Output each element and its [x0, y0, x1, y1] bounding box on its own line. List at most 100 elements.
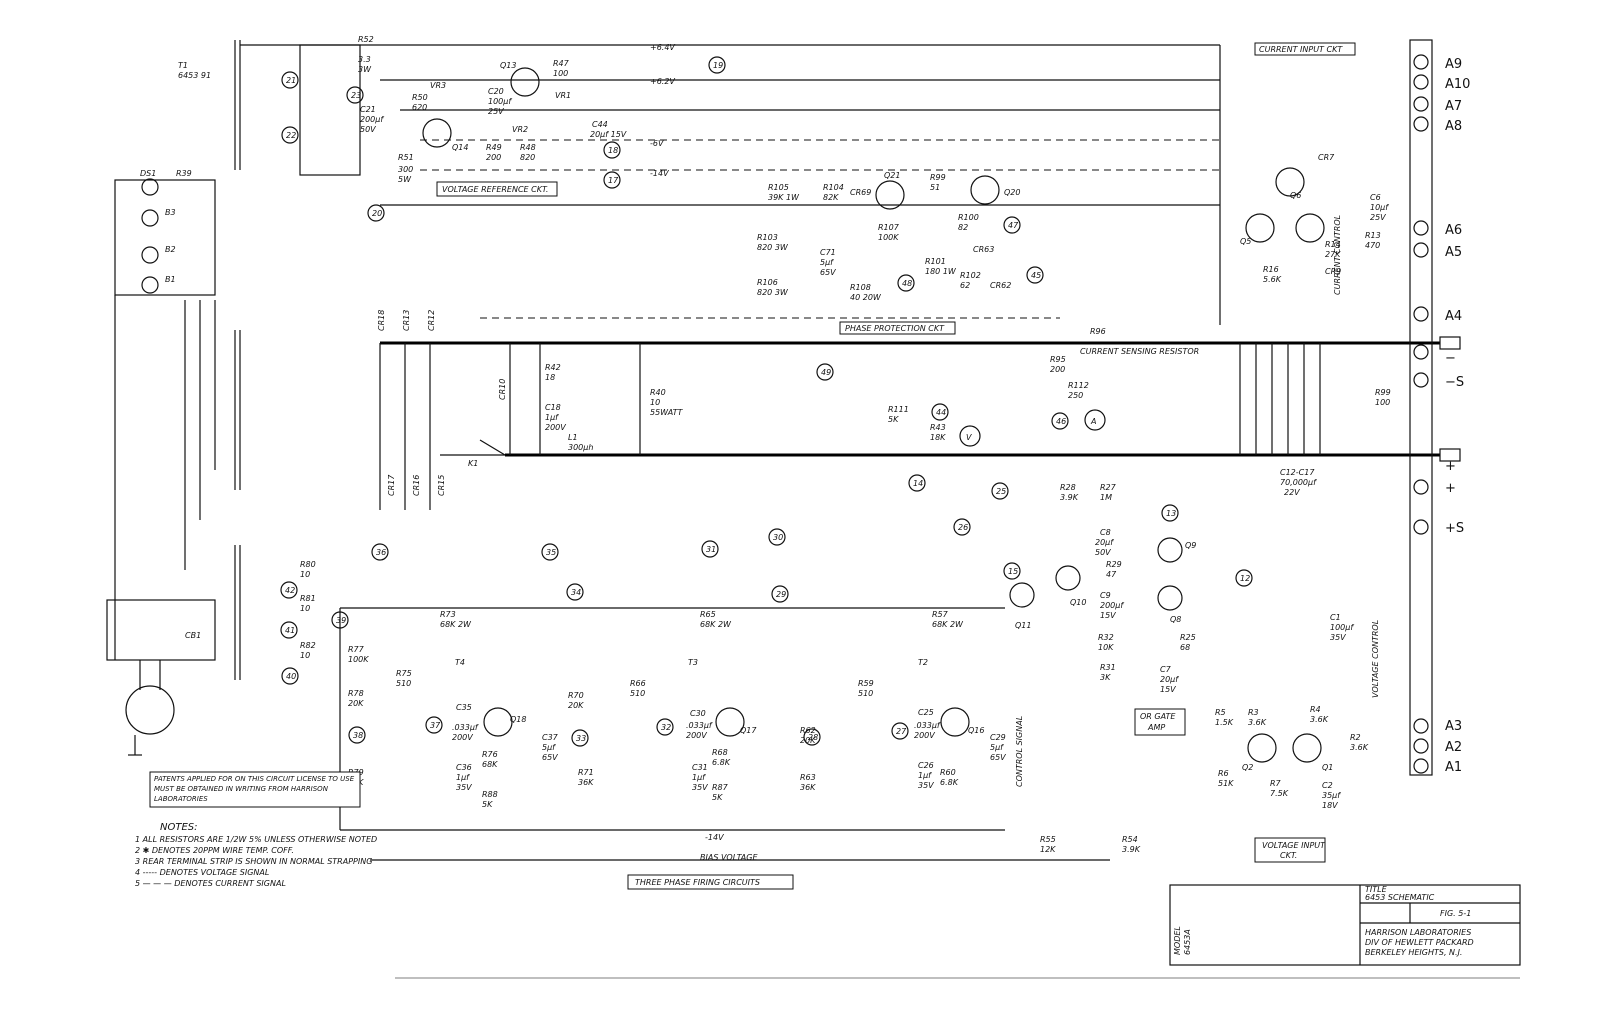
terminal-a3[interactable] [1413, 718, 1429, 734]
terminal-a9[interactable] [1413, 54, 1429, 70]
terminal-a2[interactable] [1413, 738, 1429, 754]
q6b-transistor-icon [1295, 213, 1325, 243]
svg-text:Q11: Q11 [1015, 621, 1031, 630]
terminal-a5[interactable] [1413, 242, 1429, 258]
svg-text:C6: C6 [1370, 193, 1381, 202]
rail-label-4: -14V [650, 169, 669, 178]
q13-transistor-icon [510, 67, 540, 97]
drawing-title: 6453 SCHEMATIC [1365, 893, 1435, 902]
svg-text:C7: C7 [1160, 665, 1172, 674]
current-input-label: CURRENT INPUT CKT [1259, 45, 1343, 54]
svg-text:5.6K: 5.6K [1263, 275, 1282, 284]
svg-text:C21: C21 [360, 105, 376, 114]
svg-text:R106: R106 [757, 278, 778, 287]
company-city: BERKELEY HEIGHTS, N.J. [1365, 948, 1462, 957]
phase-protection-circuit: Q21 Q20 R105 39K 1W R104 82K CR69 R99 51… [480, 171, 1060, 335]
power-buses: K1 CR18 CR13 CR12 CR17 CR16 CR15 CR10 R4… [377, 310, 1440, 510]
svg-text:32: 32 [661, 723, 671, 732]
terminal-label-plus-out: + [1445, 459, 1456, 474]
svg-text:36K: 36K [578, 778, 594, 787]
terminal-a4[interactable] [1413, 306, 1429, 322]
svg-text:R5: R5 [1215, 708, 1226, 717]
svg-text:100: 100 [1375, 398, 1390, 407]
svg-text:18K: 18K [930, 433, 946, 442]
figure-number: FIG. 5-1 [1440, 909, 1471, 918]
terminal-label-plus-s: +S [1445, 521, 1464, 536]
svg-text:CR15: CR15 [437, 475, 446, 496]
svg-text:51K: 51K [1218, 779, 1234, 788]
svg-text:28: 28 [808, 733, 818, 742]
svg-text:5W: 5W [398, 175, 412, 184]
svg-text:10µf: 10µf [1370, 203, 1389, 212]
bottom-rail-label: -14V [705, 833, 724, 842]
terminal-a10[interactable] [1413, 74, 1429, 90]
svg-text:30: 30 [773, 533, 783, 542]
svg-text:R101: R101 [925, 257, 946, 266]
notes-heading: NOTES: [160, 822, 198, 833]
svg-text:T4: T4 [455, 658, 465, 667]
terminal-plus[interactable] [1413, 479, 1429, 495]
svg-text:46: 46 [1056, 417, 1066, 426]
terminal-a7[interactable] [1413, 96, 1429, 112]
firing-circuits: Q18 Q17 Q16 T4 T3 T2 R73 68K 2W R65 68K … [300, 560, 1141, 890]
svg-text:35: 35 [546, 548, 556, 557]
svg-text:R73: R73 [440, 610, 456, 619]
svg-text:5µf: 5µf [820, 258, 834, 267]
svg-text:200V: 200V [914, 731, 935, 740]
svg-text:1M: 1M [1100, 493, 1112, 502]
svg-text:Q9: Q9 [1185, 541, 1196, 550]
svg-text:R99: R99 [1375, 388, 1391, 397]
svg-text:510: 510 [396, 679, 411, 688]
terminal-minus-s[interactable] [1413, 372, 1429, 388]
svg-text:35V: 35V [692, 783, 708, 792]
svg-text:R65: R65 [700, 610, 716, 619]
terminal-a6[interactable] [1413, 220, 1429, 236]
svg-text:15V: 15V [1100, 611, 1116, 620]
terminal-label-a6: A6 [1445, 223, 1462, 238]
svg-text:C37: C37 [542, 733, 559, 742]
terminal-a8[interactable] [1413, 116, 1429, 132]
terminal-label-a1: A1 [1445, 760, 1462, 775]
terminal-plus-s[interactable] [1413, 519, 1429, 535]
q16-transistor-icon [940, 707, 970, 737]
terminal-label-minus-s: −S [1445, 375, 1464, 390]
voltage-input-box [1254, 837, 1326, 863]
svg-text:70,000µf: 70,000µf [1280, 478, 1317, 487]
note-5: 5 — — — DENOTES CURRENT SIGNAL [135, 879, 286, 888]
svg-text:200: 200 [1050, 365, 1065, 374]
svg-text:10: 10 [300, 651, 310, 660]
svg-text:15V: 15V [1160, 685, 1176, 694]
svg-text:C25: C25 [918, 708, 934, 717]
side-model: 6453A [1183, 929, 1192, 955]
svg-text:65V: 65V [990, 753, 1006, 762]
svg-text:OR GATE: OR GATE [1140, 712, 1176, 721]
svg-text:3.9K: 3.9K [1122, 845, 1141, 854]
svg-text:CR63: CR63 [973, 245, 994, 254]
or-gate-amplifier: Q11 Q10 Q9 Q8 R28 3.9K R27 1M C8 20µf 50… [1009, 215, 1380, 736]
q17-transistor-icon [715, 707, 745, 737]
terminal-strip: A9 A10 A7 A8 A6 A5 A4 − −S + + +S A3 A2 … [1409, 39, 1470, 776]
svg-text:CR9: CR9 [1325, 267, 1341, 276]
q6-transistor-icon [1275, 167, 1305, 197]
svg-text:3W: 3W [358, 65, 372, 74]
terminal-minus[interactable] [1413, 344, 1429, 360]
terminal-a1[interactable] [1413, 758, 1429, 774]
svg-text:R52: R52 [358, 35, 374, 44]
svg-text:R16: R16 [1263, 265, 1279, 274]
svg-text:14: 14 [913, 479, 923, 488]
side-caption: MODEL [1173, 926, 1182, 955]
current-input-box [1254, 42, 1356, 56]
svg-text:R25: R25 [1180, 633, 1196, 642]
phase-protection-label: PHASE PROTECTION CKT [845, 324, 945, 333]
svg-text:470: 470 [1365, 241, 1380, 250]
svg-text:37: 37 [430, 721, 441, 730]
svg-text:R107: R107 [878, 223, 900, 232]
svg-text:5K: 5K [888, 415, 899, 424]
terminal-label-plus: + [1445, 481, 1456, 496]
voltage-input-circuit: Q2 Q1 R5 1.5K R3 3.6K R4 3.6K R6 51K R7 … [1215, 705, 1369, 863]
svg-text:R50: R50 [412, 93, 428, 102]
svg-text:82K: 82K [823, 193, 839, 202]
q9-transistor-icon [1157, 537, 1183, 563]
svg-text:41: 41 [285, 626, 295, 635]
svg-text:R105: R105 [768, 183, 789, 192]
